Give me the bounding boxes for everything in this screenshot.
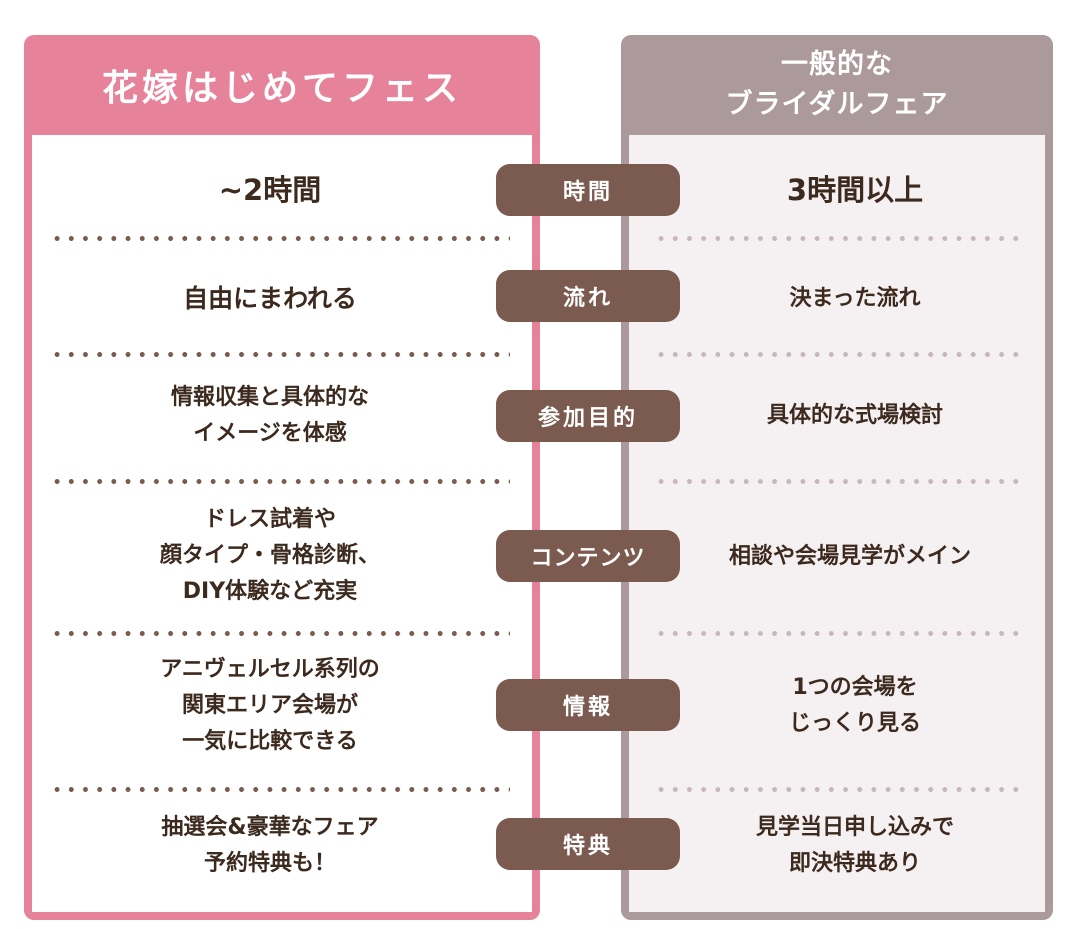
right-cell-benefit: 見学当日申し込みで 即決特典あり	[755, 815, 954, 876]
divider	[654, 352, 1026, 357]
divider	[654, 631, 1026, 636]
divider	[654, 479, 1026, 484]
divider	[50, 236, 510, 241]
right-cell-flow: 決まった流れ	[789, 286, 921, 311]
left-cell-time: ~2時間	[218, 173, 322, 207]
left-cell-flow: 自由にまわれる	[183, 284, 357, 313]
label-info: 情報	[496, 679, 680, 731]
divider	[654, 787, 1026, 792]
left-header: 花嫁はじめてフェス	[101, 68, 462, 109]
left-cell-purpose: 情報収集と具体的な イメージを体感	[170, 385, 369, 446]
label-contents: コンテンツ	[496, 530, 680, 582]
label-purpose: 参加目的	[496, 390, 680, 442]
divider	[50, 352, 510, 357]
left-cell-benefit: 抽選会&豪華なフェア 予約特典も！	[161, 815, 379, 876]
left-cell-contents: ドレス試着や 顔タイプ・骨格診断、 DIY体験など充実	[159, 507, 380, 604]
hanayome-fes-column: 花嫁はじめてフェス	[24, 35, 540, 920]
divider	[50, 479, 510, 484]
right-cell-contents: 相談や会場見学がメイン	[728, 544, 971, 569]
left-body	[32, 135, 532, 912]
right-cell-purpose: 具体的な式場検討	[766, 403, 943, 428]
right-cell-info: 1つの会場を じっくり見る	[788, 675, 921, 736]
label-flow: 流れ	[496, 270, 680, 322]
right-cell-time: 3時間以上	[786, 173, 924, 207]
divider	[654, 236, 1026, 241]
left-cell-info: アニヴェルセル系列の 関東エリア会場が 一気に比較できる	[160, 657, 380, 754]
divider	[50, 631, 510, 636]
divider	[50, 787, 510, 792]
right-header: 一般的な ブライダルフェア	[725, 49, 949, 120]
general-fair-column: 一般的な ブライダルフェア	[621, 35, 1053, 920]
label-time: 時間	[496, 164, 680, 216]
label-benefit: 特典	[496, 818, 680, 870]
right-body	[629, 135, 1045, 912]
